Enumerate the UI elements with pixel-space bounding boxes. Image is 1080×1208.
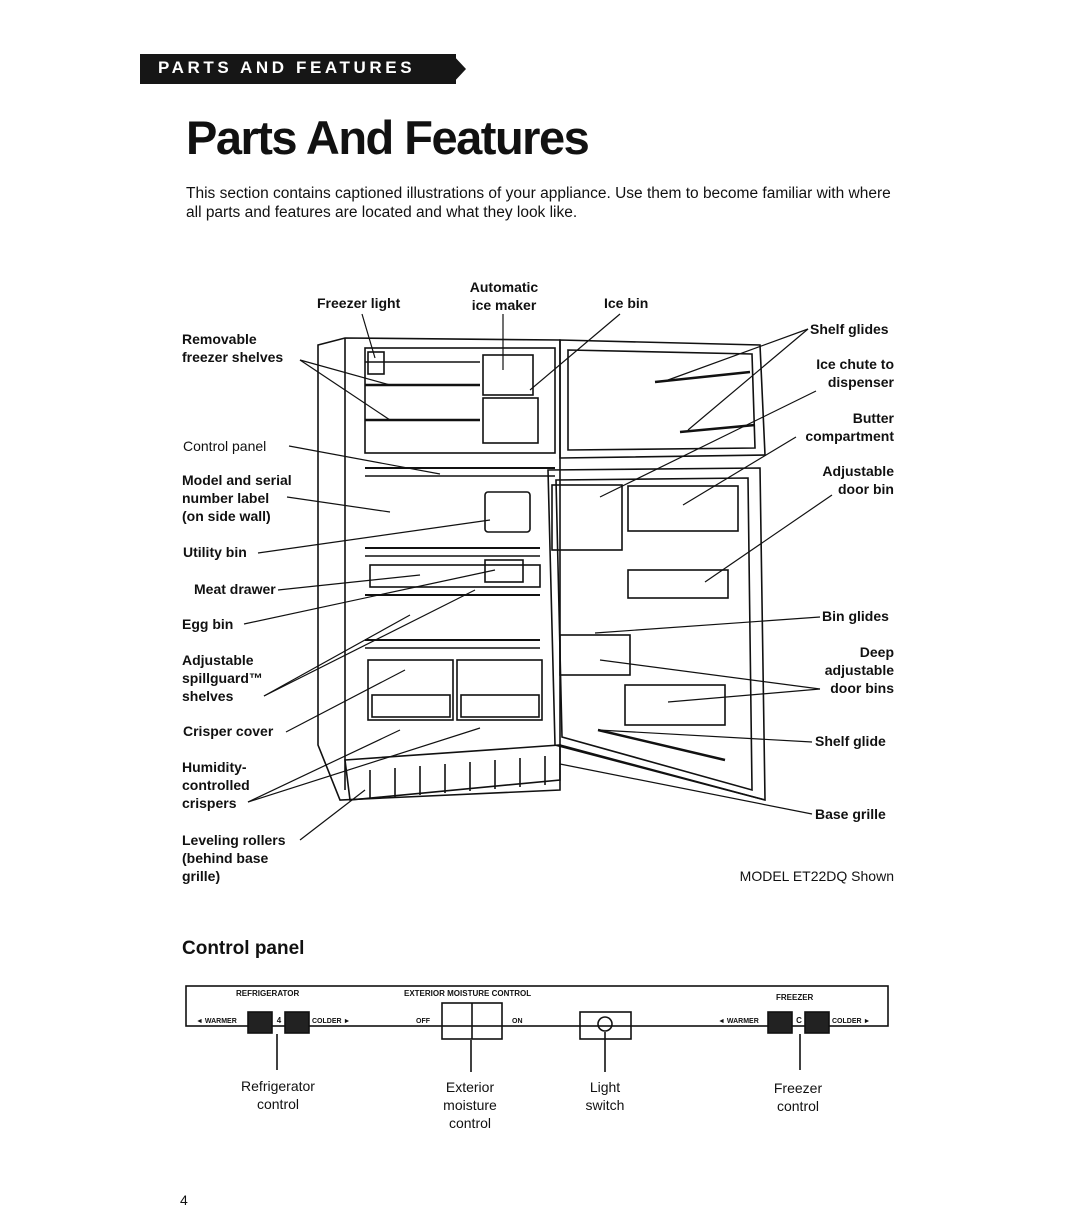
caption-light-switch: Light switch [585,1079,625,1113]
label-egg-bin: Egg bin [182,616,234,632]
label-crisper-cover: Crisper cover [183,723,274,739]
freezer-colder-text: COLDER ► [832,1018,871,1025]
label-control-panel: Control panel [183,438,267,454]
label-utility-bin: Utility bin [183,544,247,560]
moisture-on-text: ON [512,1018,523,1025]
page-number: 4 [180,1192,188,1208]
adjustable-door-bin [627,569,729,599]
crisper-right [456,659,543,721]
deep-door-bin-upper [559,634,631,676]
section-banner: PARTS AND FEATURES [140,54,480,84]
banner-background [140,54,456,84]
deep-door-bin-lower [624,684,726,726]
page-title: Parts And Features [186,111,590,164]
freezer-door [559,339,766,459]
ice-maker [482,354,534,396]
label-removable-freezer-shelves: Removable freezer shelves [182,331,284,365]
base-grille [344,744,561,801]
banner-text: PARTS AND FEATURES [158,58,416,77]
banner-arrow-tip [452,54,466,84]
freezer-panel-title: FREEZER [776,993,814,1002]
moisture-panel-title: EXTERIOR MOISTURE CONTROL [404,989,532,998]
label-ice-chute: Ice chute to dispenser [816,356,894,390]
freezer-compartment [364,347,556,454]
label-bin-glides: Bin glides [822,608,889,624]
meat-drawer [369,564,541,588]
label-humidity-crispers: Humidity- controlled crispers [182,759,250,811]
label-freezer-light: Freezer light [317,295,401,311]
label-deep-door-bins: Deep adjustable door bins [824,644,894,696]
caption-freezer-control: Freezer control [773,1080,823,1114]
crisper-left [367,659,454,721]
label-shelf-glides: Shelf glides [810,321,889,337]
refrigerator-panel-title: REFRIGERATOR [236,989,300,998]
leader-lines [243,313,833,841]
caption-exterior-moisture-control: Exterior moisture control [443,1079,497,1131]
label-automatic-ice-maker: Automatic ice maker [469,279,539,313]
label-butter-compartment: Butter compartment [805,410,894,444]
label-meat-drawer: Meat drawer [194,581,276,597]
refrigerator-setting: 4 [276,1016,282,1025]
refrigerator-warmer-text: ◄ WARMER [196,1018,237,1025]
label-leveling-rollers: Leveling rollers (behind base grille) [182,832,286,884]
intro-paragraph: This section contains captioned illustra… [186,185,891,221]
label-ice-bin: Ice bin [604,295,649,311]
label-model-shown: MODEL ET22DQ Shown [739,868,894,884]
label-shelf-glide: Shelf glide [815,733,886,749]
moisture-off-text: OFF [416,1018,430,1025]
caption-refrigerator-control: Refrigerator control [241,1078,315,1112]
ice-chute [551,484,623,551]
egg-bin [484,559,524,583]
butter-compartment [627,485,739,532]
utility-bin [484,491,531,533]
label-base-grille: Base grille [815,806,886,822]
freezer-light-housing [367,351,385,375]
control-panel-heading: Control panel [182,938,305,959]
label-spillguard-shelves: Adjustable spillguard™ shelves [182,652,263,704]
control-panel-drawing [185,985,889,1072]
ice-bin [482,397,539,444]
label-adjustable-door-bin: Adjustable door bin [822,463,894,497]
freezer-warmer-text: ◄ WARMER [718,1018,759,1025]
label-model-serial: Model and serial number label (on side w… [182,472,292,524]
refrigerator-colder-text: COLDER ► [312,1018,351,1025]
freezer-setting: C [796,1016,802,1025]
